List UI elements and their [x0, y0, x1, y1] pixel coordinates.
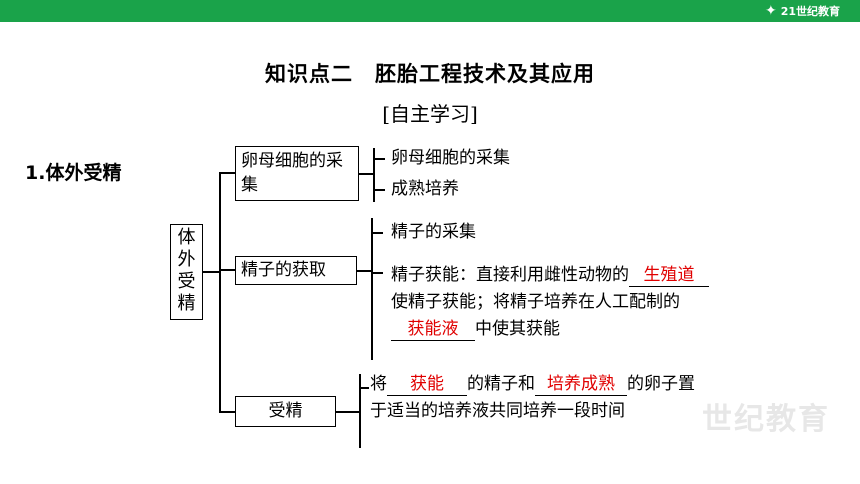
watermark: 世纪教育	[702, 402, 830, 437]
root-box: 体外受精	[170, 224, 203, 320]
page-title: 知识点二胚胎工程技术及其应用	[0, 58, 860, 88]
connector	[219, 172, 221, 412]
fertilization-text: 将获能的精子和培养成熟的卵子置于适当的培养液共同培养一段时间	[370, 373, 695, 421]
section-label: 1.体外受精	[25, 162, 122, 184]
connector	[357, 270, 371, 272]
runner-icon: ✦	[764, 3, 777, 19]
connector	[359, 173, 373, 175]
sperm-box: 精子的获取	[235, 256, 357, 285]
connector	[359, 387, 369, 389]
answer-blank-capacitated[interactable]: 获能	[387, 373, 467, 396]
connector	[371, 232, 383, 234]
oocyte-item-1: 卵母细胞的采集	[391, 148, 510, 168]
oocyte-label: 卵母细胞的采集	[241, 151, 343, 195]
sperm-item-2: 精子获能：直接利用雌性动物的生殖道使精子获能；将精子培养在人工配制的获能液中使其…	[391, 262, 711, 343]
title-part2: 胚胎工程技术及其应用	[375, 62, 595, 86]
oocyte-item-2: 成熟培养	[391, 179, 459, 199]
connector	[219, 269, 235, 271]
connector	[373, 189, 385, 191]
title-part1: 知识点二	[265, 62, 353, 86]
brand-logo: ✦ 21世纪教育	[765, 2, 840, 20]
sperm-label: 精子的获取	[241, 260, 326, 280]
connector	[336, 411, 359, 413]
fertilization-label: 受精	[268, 401, 303, 421]
connector	[373, 158, 385, 160]
connector	[371, 272, 383, 274]
fertilization-box: 受精	[235, 396, 336, 427]
connector	[359, 374, 361, 448]
answer-blank-capacitation-medium[interactable]: 获能液	[391, 318, 475, 341]
connector	[219, 411, 235, 413]
answer-blank-reproductive-tract[interactable]: 生殖道	[629, 264, 709, 287]
answer-blank-matured[interactable]: 培养成熟	[535, 373, 627, 396]
connector	[373, 148, 375, 202]
oocyte-box: 卵母细胞的采集	[235, 146, 359, 201]
connector	[371, 218, 373, 360]
logo-text: 21世纪教育	[780, 5, 840, 18]
connector	[203, 271, 219, 273]
sperm-item-1: 精子的采集	[391, 222, 476, 242]
subtitle: [自主学习]	[382, 102, 478, 126]
top-banner: ✦ 21世纪教育	[0, 0, 860, 22]
connector	[219, 172, 235, 174]
root-label: 体外受精	[177, 227, 196, 314]
